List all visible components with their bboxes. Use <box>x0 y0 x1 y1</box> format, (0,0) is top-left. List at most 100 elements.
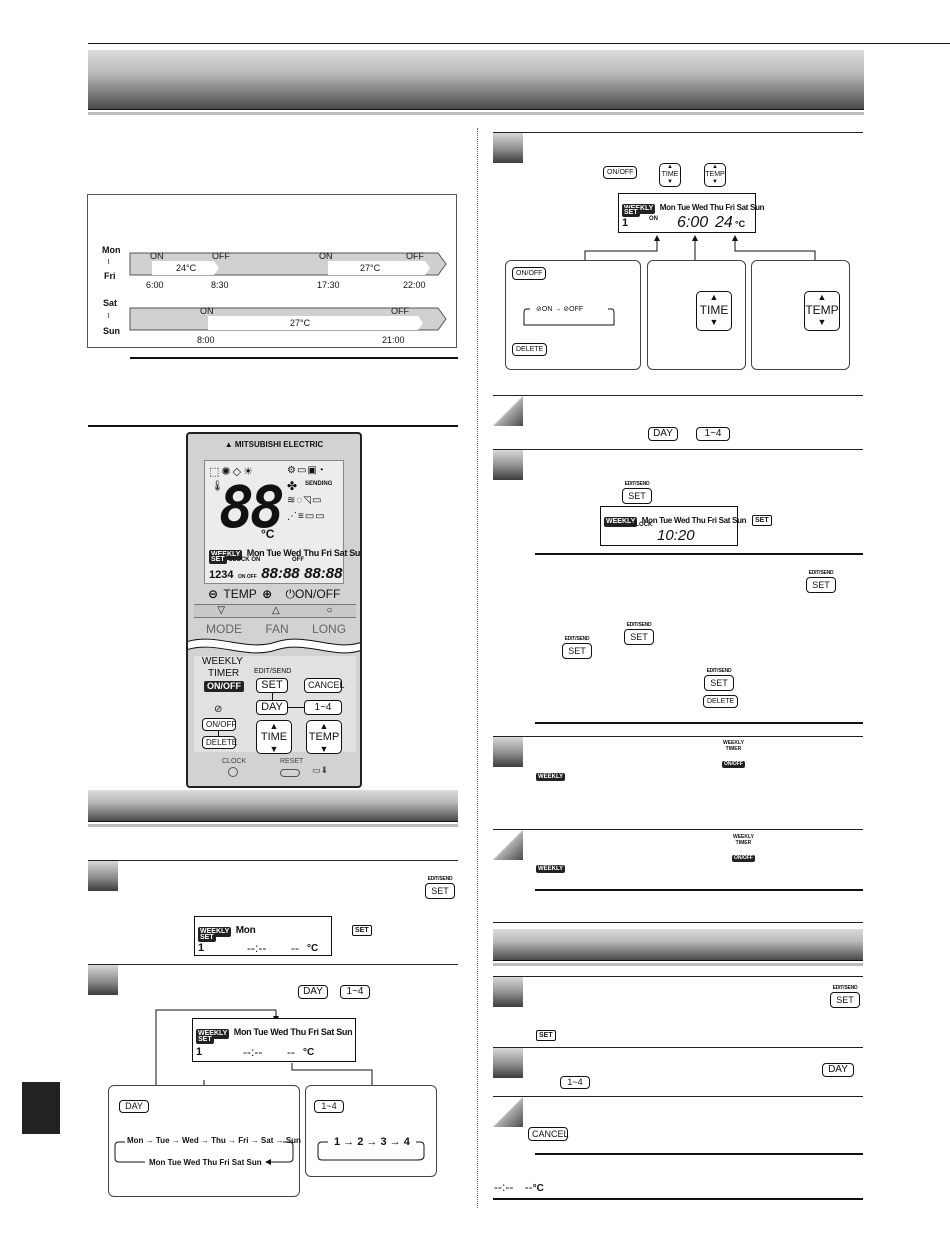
step3-lcd-time: 6:00 <box>677 214 709 231</box>
right-step2-rule <box>493 1047 863 1048</box>
note-set-key-3[interactable]: EDIT/SEND SET <box>562 636 592 664</box>
step1-left-set: SET <box>425 883 455 899</box>
note-set-key-4[interactable]: EDIT/SEND SET <box>704 668 734 696</box>
step5-set-key[interactable]: EDIT/SEND SET <box>622 481 652 509</box>
note-set-1: SET <box>806 577 836 593</box>
remote-set-badge: SET <box>209 555 227 564</box>
note-set-key-1[interactable]: EDIT/SEND SET <box>806 570 836 598</box>
right-step1-number <box>493 977 523 1007</box>
step3-onoff-key[interactable]: ON/OFF <box>603 166 638 180</box>
remote-big-digits: 88 <box>219 473 285 541</box>
remote-day-button[interactable]: DAY <box>256 700 288 715</box>
right-footer-rule <box>535 1153 863 1155</box>
remote-days: Mon Tue Wed Thu Fri Sat Sun <box>246 548 362 558</box>
remote-onoff-label: ON/OFF <box>295 587 341 601</box>
note-set-key-2[interactable]: EDIT/SEND SET <box>624 622 654 650</box>
right-step2-day-key[interactable]: DAY <box>822 1063 854 1077</box>
step3-lcd-num: 1 <box>622 217 629 229</box>
remote-temp-row: ⊖ TEMP ⊕ ⏻ON/OFF <box>208 587 340 602</box>
number-cycle-key: 1~4 <box>314 1100 344 1113</box>
mitsubishi-logo-icon: ▲ <box>224 440 233 449</box>
step3-time-box: ▲ TIME ▼ <box>647 260 746 370</box>
temp-up-button[interactable]: △ <box>271 605 280 616</box>
step1-left-rule <box>88 860 458 861</box>
step6-weekly: WEEKLY <box>722 740 744 746</box>
day-cycle-bottom: Mon Tue Wed Thu Fri Sat Sun <box>149 1158 262 1167</box>
step3-box3-label: TEMP <box>805 303 839 317</box>
step2-lcd-num: 1 <box>196 1046 203 1058</box>
step1-left-set-key[interactable]: EDIT/SEND SET <box>425 876 455 904</box>
weekly-onoff-button[interactable]: ON/OFF <box>204 681 244 692</box>
step4-day-key[interactable]: DAY <box>648 427 678 441</box>
right-step2-1-4-key[interactable]: 1~4 <box>560 1076 590 1089</box>
remote-temp-button[interactable]: ▲ TEMP ▼ <box>306 720 342 754</box>
page-title-band-shadow <box>88 112 864 115</box>
timer-clock-icon: ⊘ <box>214 704 223 715</box>
step6-number <box>493 737 523 767</box>
step3-time-key[interactable]: ▲ TIME ▼ <box>659 163 681 187</box>
step3-box1-on-row: ⊘ON → ⊘OFF <box>536 305 583 313</box>
step3-lcd-temp: 24 <box>715 214 733 231</box>
remote-set-button[interactable]: SET <box>256 678 288 693</box>
note-block-bottom-rule <box>535 722 863 724</box>
remote-fan[interactable]: FAN <box>265 622 289 636</box>
note-set-4: SET <box>704 675 734 691</box>
day-cycle-box: DAY Mon → Tue → Wed → Thu → Fri → Sat → … <box>108 1085 301 1197</box>
step3-onoff-box: ON/OFF ⊘ON → ⊘OFF DELETE <box>505 260 641 370</box>
step3-lcd-set: SET <box>622 208 640 217</box>
remote-break <box>188 638 360 654</box>
remote-cancel-button[interactable]: CANCEL <box>304 678 345 693</box>
step2-left-1-4-key[interactable]: 1~4 <box>340 985 370 999</box>
step3-lcd-top-row: WEEKLY Mon Tue Wed Thu Fri Sat Sun <box>622 197 765 215</box>
row2-off: OFF <box>391 306 409 316</box>
remote-brand-row: ▲ MITSUBISHI ELECTRIC <box>188 440 360 449</box>
remote-clock-bottom: CLOCK <box>222 758 247 765</box>
step6-weekly-timer-key[interactable]: WEEKLY TIMER ON/OFF <box>722 740 745 770</box>
row1-off1: OFF <box>212 251 230 261</box>
temp-down-button[interactable]: ▽ <box>217 605 226 616</box>
right-step1-set-key[interactable]: EDIT/SEND SET <box>830 985 860 1013</box>
note-edit-send-3: EDIT/SEND <box>564 636 590 642</box>
weekend-period <box>208 316 423 330</box>
remote-section-rule <box>88 425 458 427</box>
step1-lcd-weekly: WEEKLY <box>198 927 232 937</box>
clock-button[interactable] <box>228 767 238 777</box>
remote-clock-small: CLOCK <box>228 557 250 563</box>
fan-icon: ✤ <box>287 479 298 493</box>
step3-box2-key: ▲ TIME ▼ <box>696 291 732 331</box>
step2-left-day-key[interactable]: DAY <box>298 985 328 999</box>
remote-onoff2-button[interactable]: ON/OFF <box>202 718 236 731</box>
step5-lcd-top-row: WEEKLY Mon Tue Wed Thu Fri Sat Sun <box>604 510 747 528</box>
step3-box2-down-icon: ▼ <box>709 317 719 327</box>
step4-1-4-key[interactable]: 1~4 <box>696 427 730 441</box>
power-button[interactable]: ○ <box>326 605 333 616</box>
remote-long[interactable]: LONG <box>312 622 347 636</box>
note-delete-key[interactable]: DELETE <box>703 695 739 708</box>
temp-minus-icon[interactable]: ⊖ <box>208 587 219 601</box>
temp-down-icon: ▼ <box>319 744 329 754</box>
remote-1-4-button[interactable]: 1~4 <box>304 700 342 715</box>
right-footer-time: --:-- <box>494 1180 514 1194</box>
step2-lcd-top-row: WEEKLY Mon Tue Wed Thu Fri Sat Sun <box>196 1022 353 1040</box>
row1-temp1: 24°C <box>176 263 197 273</box>
remote-weekly-timer-1: WEEKLY <box>202 656 243 667</box>
remote-brand: MITSUBISHI ELECTRIC <box>234 440 324 449</box>
row1-temp2: 27°C <box>360 263 381 273</box>
step4-rule <box>493 395 863 396</box>
vane-icons: ≋◌◹▭ <box>287 495 323 506</box>
remote-time-button[interactable]: ▲ TIME ▼ <box>256 720 292 754</box>
right-step3-cancel-key[interactable]: CANCEL <box>528 1127 569 1141</box>
step7-rule <box>493 829 863 830</box>
step3-lcd: WEEKLY Mon Tue Wed Thu Fri Sat Sun SET 1… <box>618 193 765 233</box>
reset-button[interactable] <box>280 769 300 777</box>
remote-mode[interactable]: MODE <box>206 622 242 636</box>
step7-weekly-timer-key[interactable]: WEEKLY TIMER ON/OFF <box>732 834 755 864</box>
step3-box2-label: TIME <box>699 303 729 317</box>
step3-box1-delete: DELETE <box>512 343 548 356</box>
step6-rule <box>493 736 863 737</box>
step2-left-lcd: WEEKLY Mon Tue Wed Thu Fri Sat Sun SET 1… <box>192 1018 356 1062</box>
step3-temp-key[interactable]: ▲ TEMP ▼ <box>704 163 726 187</box>
remote-delete-button[interactable]: DELETE <box>202 736 237 749</box>
temp-plus-icon[interactable]: ⊕ <box>262 587 273 601</box>
step1-lcd-top-row: WEEKLY Mon <box>198 920 256 938</box>
